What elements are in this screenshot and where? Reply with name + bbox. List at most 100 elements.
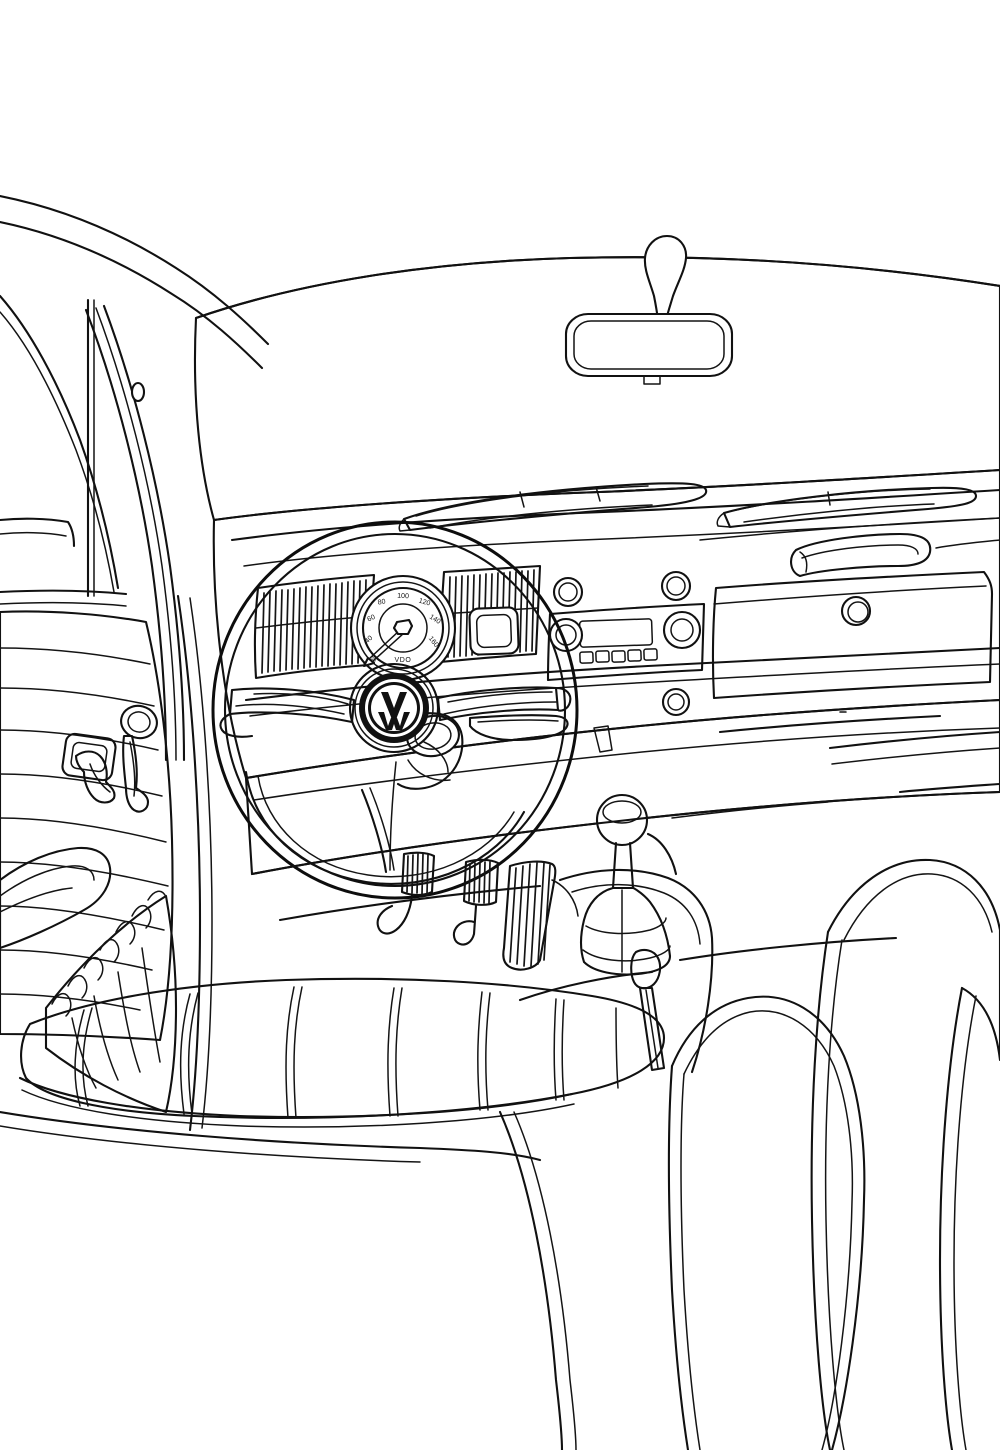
dash-underside-details — [593, 711, 942, 753]
blank-switch-plate[interactable] — [468, 606, 520, 656]
mirror-glass — [573, 320, 725, 370]
shift-knob-top — [602, 800, 642, 824]
seat-pleats — [74, 986, 619, 1119]
turn-signal-stalk[interactable] — [468, 714, 569, 742]
accelerator-pad — [502, 860, 557, 971]
column-cable — [389, 761, 397, 871]
grab-handle[interactable] — [790, 532, 932, 578]
dash-knob-lower[interactable] — [661, 687, 691, 717]
speedo-dial-face — [378, 603, 428, 653]
seat-back-driver[interactable] — [667, 995, 866, 1450]
speedo-brand-text: VDO — [395, 657, 412, 664]
dash-knob-left[interactable] — [552, 576, 584, 608]
radio[interactable] — [546, 602, 706, 682]
radio-preset-buttons[interactable] — [579, 648, 658, 664]
vw-letter-v — [381, 692, 407, 717]
speedo-label-40: 40 — [364, 635, 375, 645]
knob-mid-outer — [660, 570, 692, 602]
vw-letter-w — [378, 712, 410, 730]
knob-lower-outer — [661, 687, 691, 717]
dash-lever[interactable] — [593, 725, 613, 753]
preset-button-3[interactable] — [611, 650, 626, 663]
door-handle-lever — [74, 750, 116, 804]
vent-window-latch[interactable] — [130, 381, 146, 403]
radio-tuning-knob[interactable] — [662, 610, 702, 650]
door-handle[interactable] — [61, 732, 117, 804]
clutch-pad — [400, 851, 436, 897]
preset-button-2[interactable] — [595, 650, 610, 663]
horn-chrome-ring — [348, 662, 440, 754]
brake-pad — [462, 858, 500, 906]
crank-base — [120, 704, 158, 740]
speedo-label-60: 60 — [366, 614, 376, 624]
knob-lower-inner — [667, 693, 685, 711]
preset-button-1[interactable] — [579, 651, 594, 664]
speedo-label-120: 120 — [418, 598, 431, 608]
front-bench-seat[interactable] — [18, 977, 666, 1128]
steering-rim-outer — [211, 520, 579, 900]
handbrake-grip — [630, 948, 662, 990]
glove-box-latch[interactable] — [840, 595, 872, 627]
steering-wheel[interactable] — [211, 520, 579, 900]
handbrake-lever — [638, 986, 666, 1072]
shift-lever-shaft — [611, 841, 635, 890]
mirror-tab — [643, 375, 661, 385]
dash-knob-mid[interactable] — [660, 570, 692, 602]
handbrake-guide — [646, 832, 678, 876]
horn-button[interactable] — [348, 662, 440, 754]
seat-cushion — [20, 977, 666, 1119]
preset-button-5[interactable] — [643, 648, 658, 661]
hand-brake[interactable] — [630, 832, 678, 1072]
right-quarter-panel — [828, 730, 1000, 794]
vent-grille-left — [253, 573, 376, 680]
crank-base-inner — [127, 711, 151, 733]
speedometer: 20 40 60 80 100 120 140 160 VDO — [349, 574, 457, 682]
door-handle-escutcheon — [61, 732, 117, 782]
side-window[interactable] — [0, 517, 128, 607]
door-pocket[interactable] — [44, 890, 178, 1114]
mirror-housing — [564, 312, 734, 378]
speedo-hub — [392, 618, 414, 636]
glove-box-latch-inner — [847, 601, 869, 623]
speedo-needle — [362, 629, 405, 668]
crank-arm — [122, 734, 150, 813]
speedo-label-80: 80 — [377, 598, 386, 606]
steering-spoke-right — [436, 686, 572, 722]
window-crank[interactable] — [118, 702, 161, 813]
speedo-dial-ring — [361, 586, 445, 670]
shift-boot — [579, 886, 672, 976]
glove-box-lid — [711, 570, 994, 700]
pedal-brake[interactable] — [452, 858, 500, 946]
hub-shaft — [423, 741, 449, 773]
door-handle-escutcheon-inner — [70, 741, 108, 773]
seat-back-passenger[interactable] — [810, 858, 1000, 1450]
speedo-label-100: 100 — [397, 593, 409, 600]
rear-seat-edge — [0, 1110, 577, 1450]
preset-button-4[interactable] — [627, 649, 642, 662]
horn-chrome-ring-inner — [354, 668, 434, 748]
pedal-clutch[interactable] — [376, 851, 436, 935]
b-pillar — [176, 594, 213, 1132]
pedal-accelerator[interactable] — [502, 860, 579, 971]
glove-box[interactable] — [711, 570, 994, 700]
floor-pan — [250, 790, 1000, 962]
knob-left-inner — [558, 582, 578, 602]
a-pillar — [84, 304, 186, 762]
speedo-bezel-inner — [356, 581, 450, 675]
steering-rim-lower-accent-2 — [257, 775, 515, 878]
switch-plate-outer — [468, 606, 520, 656]
knob-mid-inner — [666, 576, 686, 596]
vent-window[interactable] — [0, 294, 146, 598]
switch-plate-inner — [475, 613, 513, 649]
door-pull[interactable] — [0, 846, 112, 950]
door-pocket-body — [44, 894, 178, 1114]
knob-left-outer — [552, 576, 584, 608]
steering-rim-lower-accent — [244, 770, 526, 885]
radio-tuning-knob-inner — [670, 618, 694, 642]
wiper-right[interactable] — [716, 486, 978, 529]
dash-top-shelf — [699, 517, 1000, 549]
rearview-mirror[interactable] — [564, 234, 734, 385]
